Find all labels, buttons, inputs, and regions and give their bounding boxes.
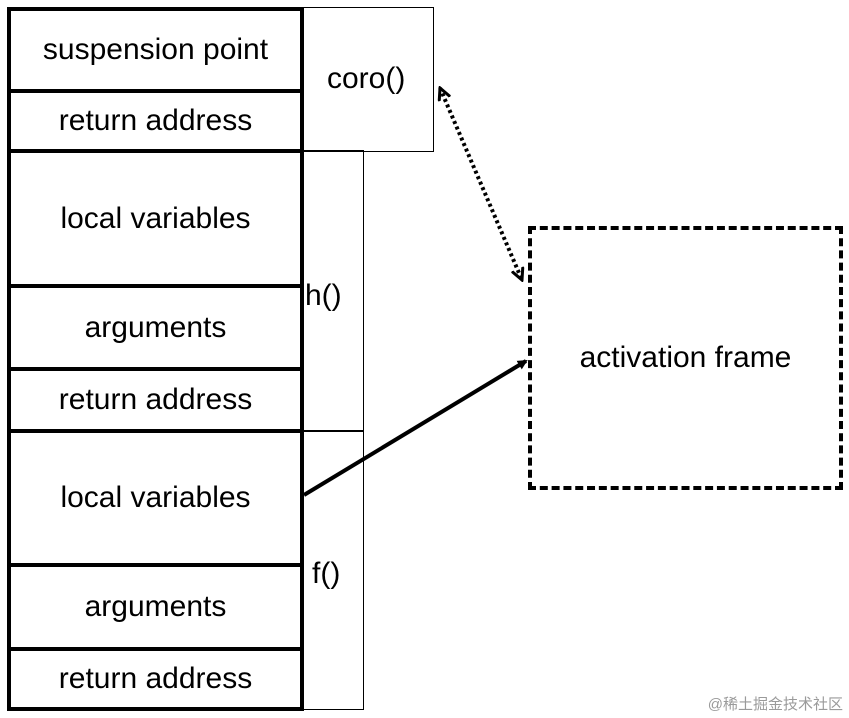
local-variables-to-activation-arrow	[302, 359, 528, 497]
activation-frame-box	[528, 226, 843, 490]
h-frame-label: h()	[305, 279, 342, 312]
stack-cell-coro-return-address: return address	[58, 104, 253, 137]
stack-divider	[7, 149, 304, 153]
stack-cell-h-arguments: arguments	[84, 310, 227, 344]
stack-cell-f-local-variables: local variables	[60, 481, 251, 514]
stack-divider	[7, 429, 304, 433]
stack-cell-h-return-address: return address	[58, 383, 253, 416]
coro-activation-dotted-arrow	[440, 88, 522, 280]
f-frame-label: f()	[312, 557, 341, 590]
stack-cell-suspension-point: suspension point	[42, 33, 269, 66]
watermark: @稀土掘金技术社区	[707, 696, 843, 713]
stack-cell-h-local-variables: local variables	[60, 201, 251, 235]
coro-frame-label: coro()	[327, 62, 406, 95]
stack-divider	[7, 367, 304, 371]
stack-cell-f-return-address: return address	[58, 662, 253, 695]
stack-divider	[7, 284, 304, 288]
stack-cell-f-arguments: arguments	[84, 590, 227, 623]
activation-frame-label: activation frame	[579, 341, 792, 374]
call-stack	[7, 7, 304, 711]
stack-divider	[7, 89, 304, 93]
stack-divider	[7, 647, 304, 651]
stack-divider	[7, 563, 304, 567]
